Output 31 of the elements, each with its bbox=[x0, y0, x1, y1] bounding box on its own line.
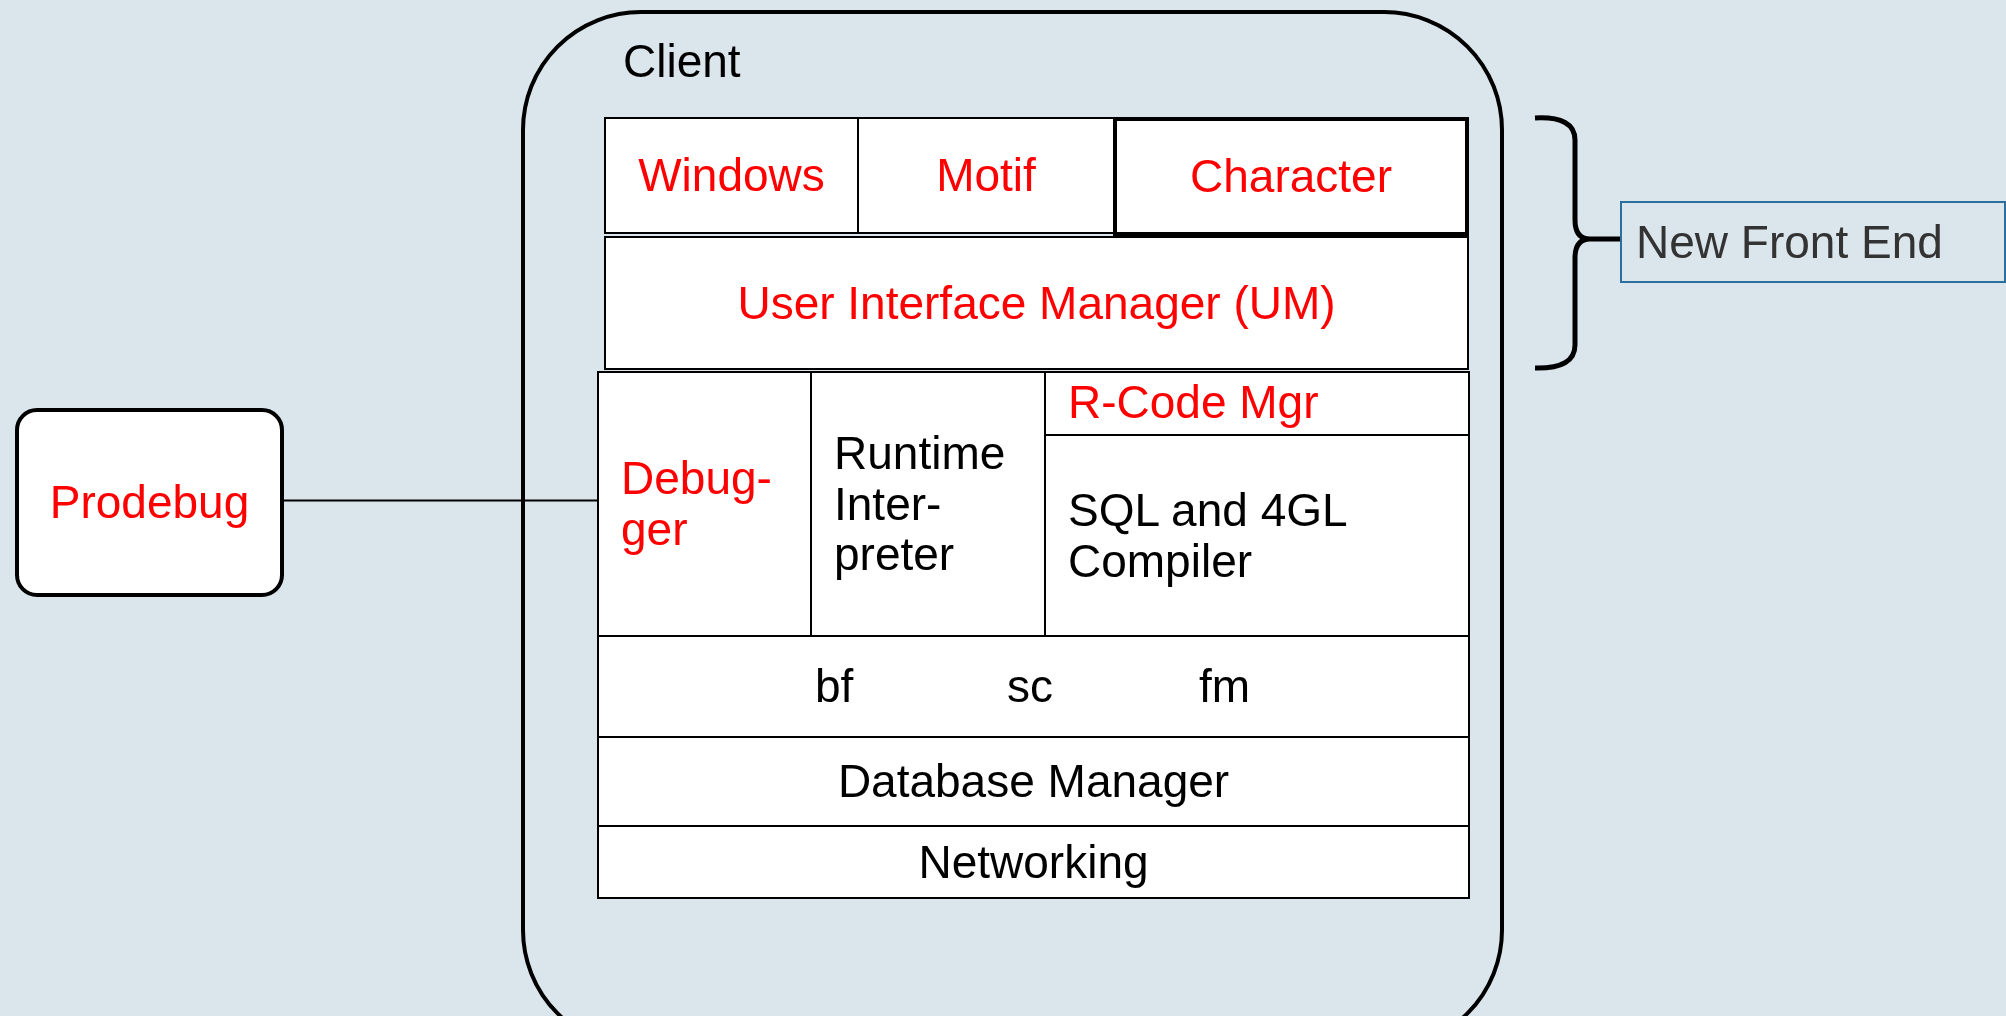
connector-line bbox=[283, 499, 598, 502]
layer-box bbox=[597, 825, 1470, 899]
layer-box bbox=[810, 371, 1046, 637]
layer-box bbox=[857, 117, 1115, 234]
layer-box bbox=[597, 371, 812, 637]
layer-box bbox=[1113, 117, 1469, 236]
client-container bbox=[521, 10, 1504, 1016]
box-label: fm bbox=[1199, 661, 1251, 712]
layer-box bbox=[597, 635, 1470, 738]
box-label: Networking bbox=[918, 836, 1149, 888]
box-label: Database Manager bbox=[837, 756, 1230, 807]
box-label: Windows bbox=[638, 150, 825, 201]
layer-box bbox=[604, 117, 859, 234]
box-label: SQL and 4GL Compiler bbox=[1068, 484, 1347, 587]
container-title: Client bbox=[623, 36, 741, 87]
box-label: New Front End bbox=[1636, 216, 1943, 268]
layer-box bbox=[597, 736, 1470, 827]
box-label: Prodebug bbox=[49, 477, 250, 528]
box-label: sc bbox=[1007, 661, 1053, 712]
box-label: bf bbox=[815, 661, 854, 712]
box-label: R-Code Mgr bbox=[1068, 377, 1319, 428]
layer-box bbox=[1044, 434, 1470, 637]
label-box bbox=[1620, 201, 2006, 283]
component-box bbox=[15, 408, 284, 597]
box-label: Runtime Inter- preter bbox=[834, 428, 1007, 580]
box-label: Motif bbox=[936, 150, 1036, 201]
box-label: Character bbox=[1190, 151, 1392, 202]
layer-box bbox=[604, 236, 1469, 370]
layer-box bbox=[1044, 371, 1470, 436]
box-label: Debug- ger bbox=[621, 453, 773, 555]
box-label: User Interface Manager (UM) bbox=[737, 277, 1336, 329]
